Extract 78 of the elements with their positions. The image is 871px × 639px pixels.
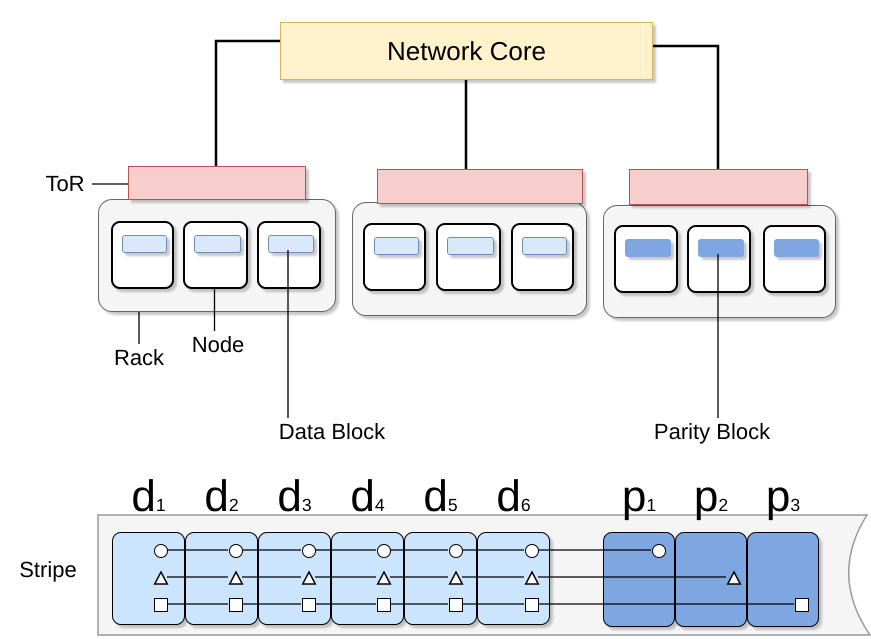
triangle-marker xyxy=(449,571,463,585)
circle-marker xyxy=(302,544,316,558)
server-node xyxy=(436,223,501,291)
rack xyxy=(603,205,836,318)
rack xyxy=(352,202,587,316)
server-node xyxy=(763,225,826,293)
callout-label: Node xyxy=(181,331,255,359)
stripe-link-line xyxy=(167,603,228,605)
data-block xyxy=(522,237,567,255)
stripe-link-line xyxy=(390,549,448,551)
leader-line xyxy=(287,250,289,418)
parity-block xyxy=(698,239,744,257)
stripe-link-line xyxy=(315,603,376,605)
stripe-link-line xyxy=(390,603,448,605)
circle-marker xyxy=(652,544,666,558)
server-node xyxy=(511,223,574,291)
stripe-link-line xyxy=(167,576,228,578)
triangle-marker xyxy=(525,571,539,585)
stripe-link-line xyxy=(462,576,524,578)
network-core-box: Network Core xyxy=(280,22,653,80)
leader-line xyxy=(138,312,140,344)
callout-label: Data Block xyxy=(254,418,410,446)
circle-marker xyxy=(525,544,539,558)
stripe-link-line xyxy=(167,549,228,551)
tor-switch xyxy=(629,169,808,205)
server-node xyxy=(614,225,678,293)
server-node xyxy=(183,221,248,289)
stripe-link-line xyxy=(390,576,448,578)
square-marker xyxy=(525,598,539,612)
data-block xyxy=(122,235,167,253)
stripe-link-line xyxy=(242,603,301,605)
server-node xyxy=(687,225,751,293)
stripe-label: Stripe xyxy=(18,556,78,584)
leader-line xyxy=(214,288,216,331)
server-node xyxy=(111,221,174,289)
square-marker xyxy=(154,598,168,612)
triangle-marker xyxy=(377,571,391,585)
square-marker xyxy=(377,598,391,612)
triangle-marker xyxy=(302,571,316,585)
server-node xyxy=(363,223,426,291)
stripe-link-line xyxy=(462,549,524,551)
stripe-link-line xyxy=(315,549,376,551)
data-block xyxy=(194,235,241,253)
network-link xyxy=(653,44,720,169)
circle-marker xyxy=(449,544,463,558)
stripe-link-line xyxy=(462,603,524,605)
rack xyxy=(98,199,336,312)
data-block xyxy=(268,235,314,253)
stripe-link-line xyxy=(315,576,376,578)
data-block xyxy=(374,237,419,255)
leader-line xyxy=(717,254,719,418)
circle-marker xyxy=(229,544,243,558)
circle-marker xyxy=(154,544,168,558)
callout-label: Rack xyxy=(103,344,175,372)
parity-block xyxy=(625,239,671,257)
triangle-marker xyxy=(229,571,243,585)
tor-switch xyxy=(128,166,306,200)
network-link xyxy=(214,40,280,166)
stripe-link-line xyxy=(538,549,651,551)
stripe-link-line xyxy=(242,576,301,578)
leader-line xyxy=(92,183,128,185)
server-node xyxy=(257,221,321,289)
callout-label: Parity Block xyxy=(631,418,793,446)
data-block xyxy=(447,237,494,255)
tor-switch xyxy=(377,169,583,204)
square-marker xyxy=(229,598,243,612)
triangle-marker xyxy=(154,571,168,585)
stripe-link-line xyxy=(538,576,726,578)
callout-label: ToR xyxy=(38,171,92,197)
triangle-marker xyxy=(727,571,741,585)
network-link xyxy=(464,80,468,169)
stripe-link-line xyxy=(242,549,301,551)
stripe-link-line xyxy=(538,603,794,605)
square-marker xyxy=(302,598,316,612)
square-marker xyxy=(449,598,463,612)
square-marker xyxy=(795,598,809,612)
parity-block xyxy=(774,239,819,257)
circle-marker xyxy=(377,544,391,558)
